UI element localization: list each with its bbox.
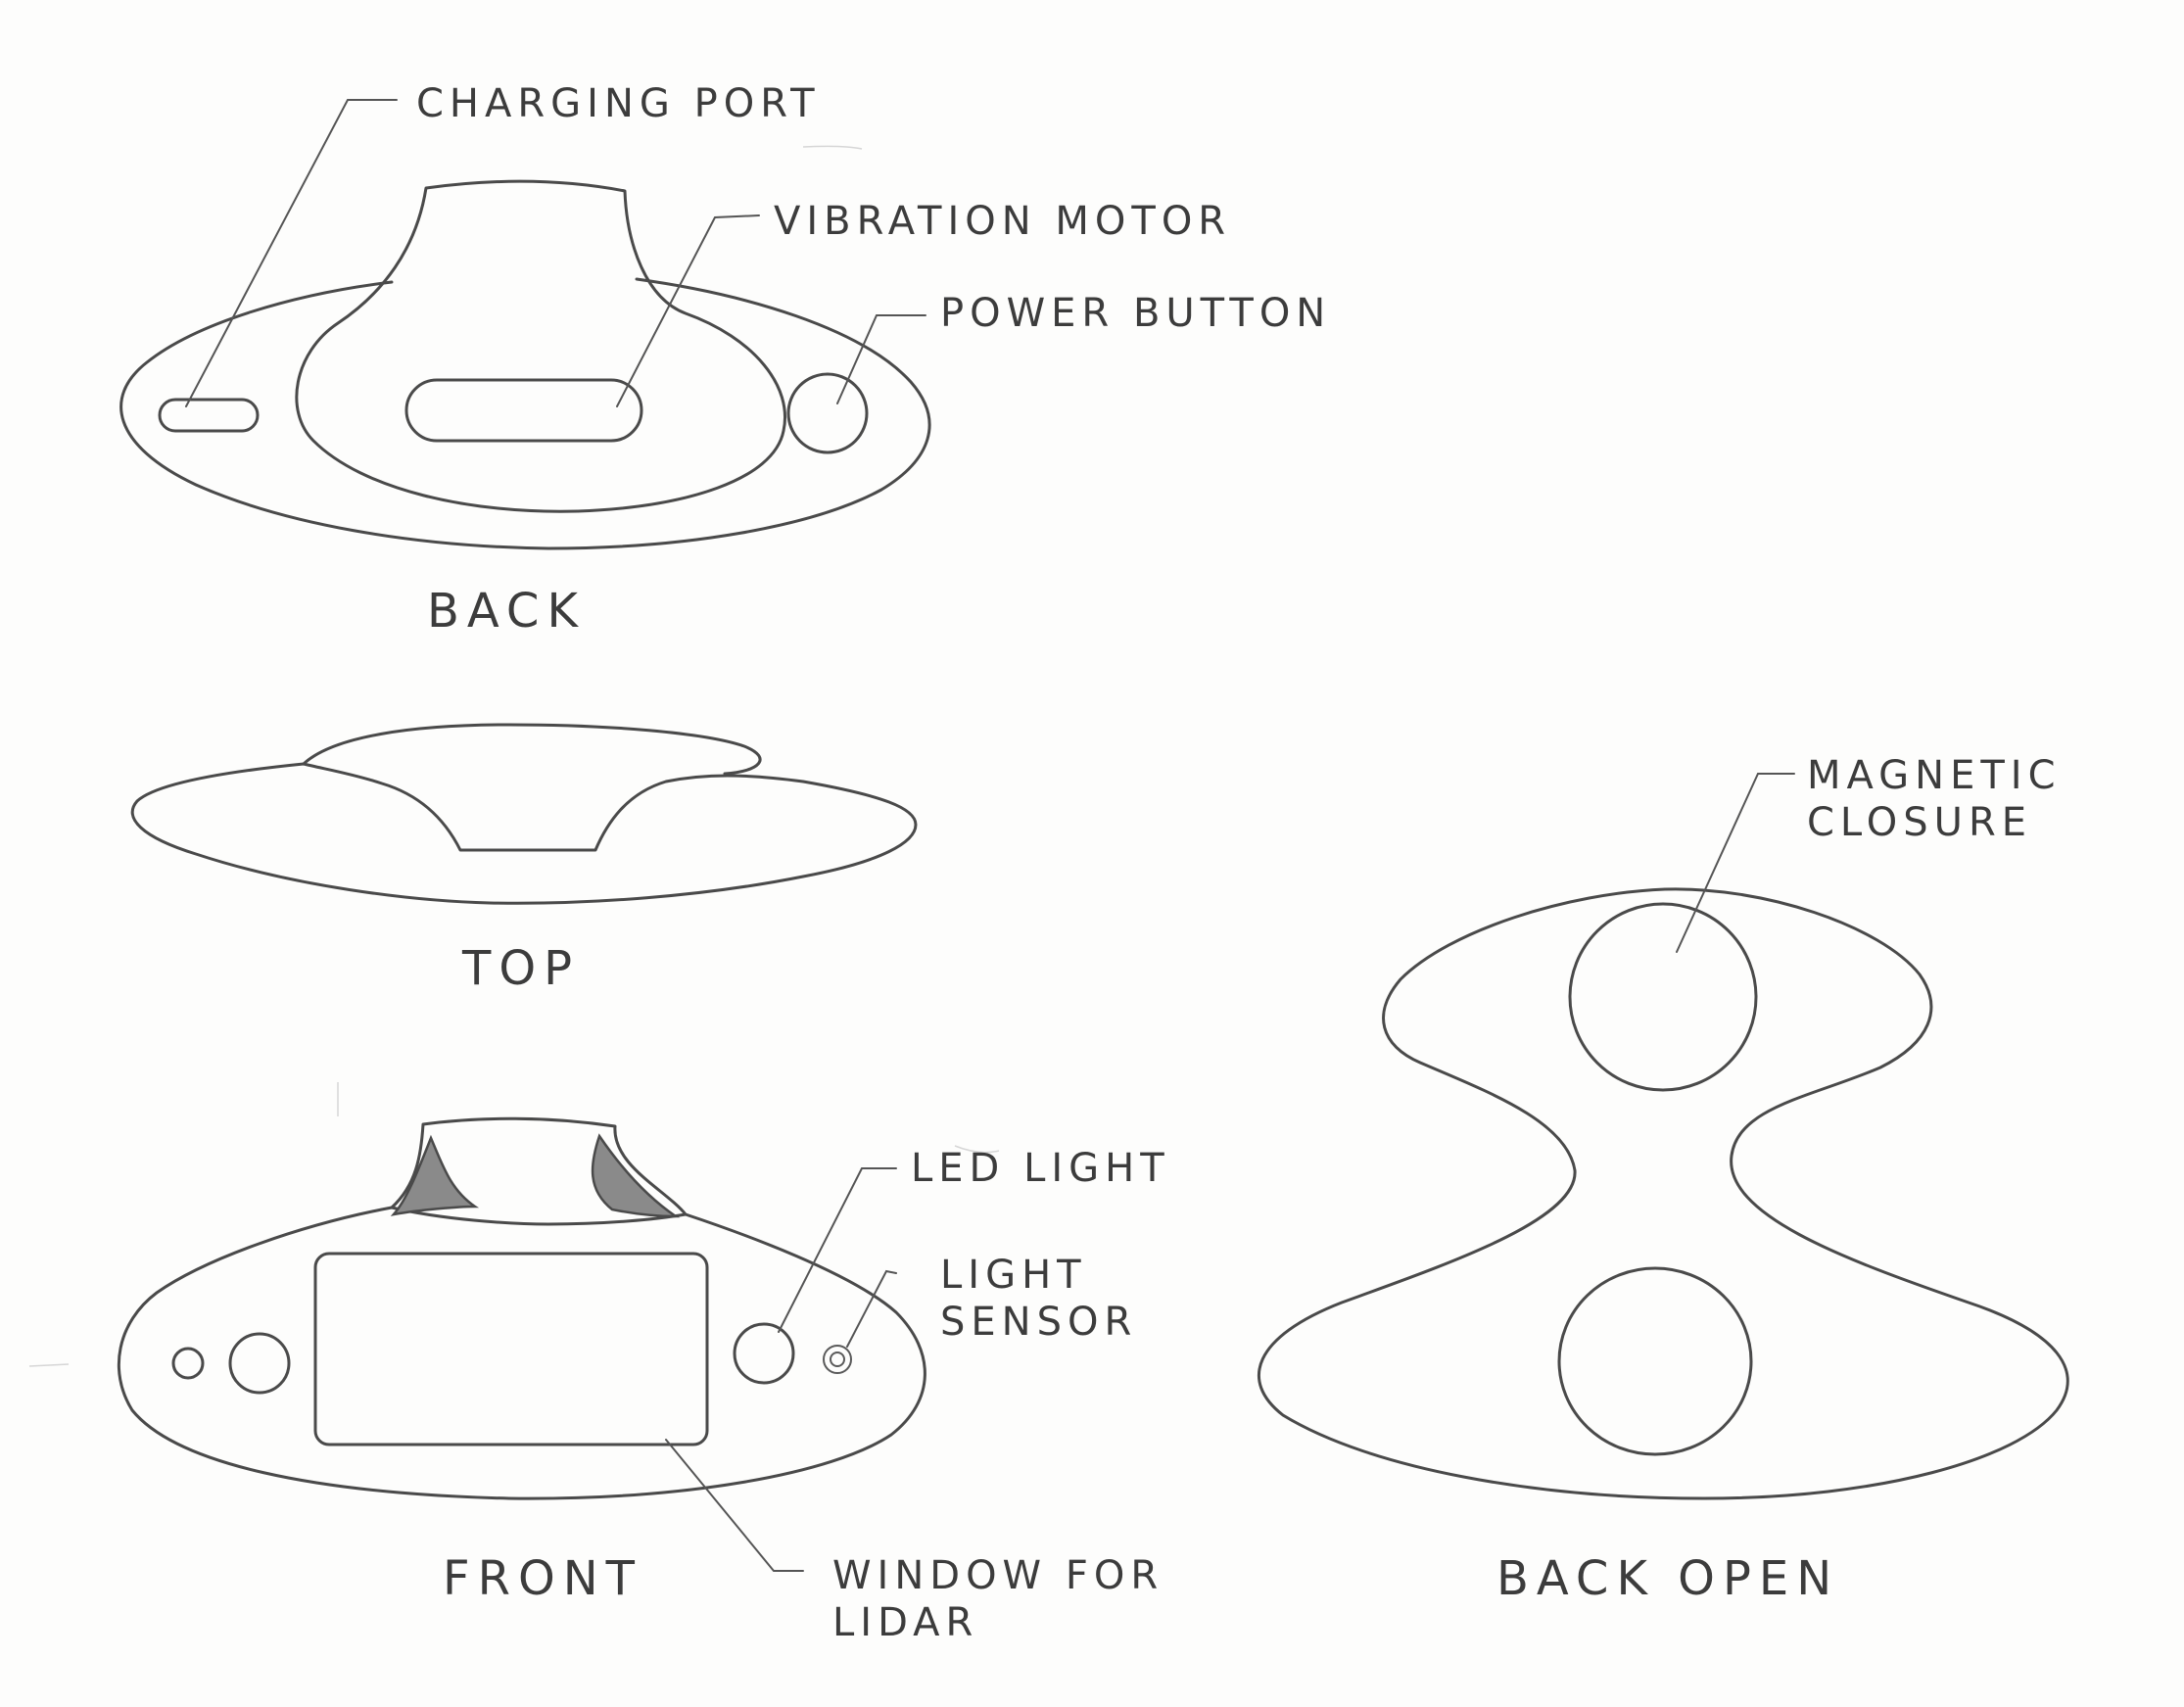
magnetic-closure-lower — [1557, 1266, 1753, 1456]
vibration-motor-label: VIBRATION MOTOR — [774, 199, 1232, 244]
light-sensor-label: LIGHT SENSOR — [940, 1252, 1137, 1346]
magnetic-closure-upper — [1568, 902, 1758, 1092]
power-button-leader — [836, 314, 926, 404]
lidar-window — [313, 1252, 709, 1446]
front-right-shadow — [591, 1133, 681, 1218]
front-left-shadow — [390, 1134, 480, 1216]
front-body-outline — [117, 1206, 926, 1500]
light-sensor-inner — [830, 1351, 845, 1367]
back-open-view-title: BACK OPEN — [1496, 1551, 1840, 1606]
light-sensor — [823, 1345, 852, 1374]
front-view — [117, 1116, 926, 1572]
vibration-motor — [404, 378, 643, 443]
back-open-view — [1258, 773, 2069, 1500]
power-button-label: POWER BUTTON — [940, 291, 1332, 336]
charging-port-label: CHARGING PORT — [416, 81, 821, 126]
led-light-leader — [778, 1167, 897, 1333]
front-small-circle-left — [171, 1347, 205, 1380]
paper-smudges — [28, 145, 1000, 1367]
front-neck-outline — [390, 1116, 688, 1226]
top-view-title: TOP — [462, 941, 581, 996]
charging-port-leader — [185, 99, 398, 407]
top-main-body — [130, 762, 918, 905]
back-body-outline — [119, 277, 931, 550]
back-open-outline — [1258, 887, 2069, 1500]
back-neck-outline — [295, 179, 786, 513]
led-light-label: LED LIGHT — [911, 1146, 1170, 1191]
top-view — [130, 723, 918, 905]
light-sensor-leader — [846, 1269, 897, 1348]
charging-port — [158, 398, 260, 433]
light-sensor-label-line-2: SENSOR — [940, 1300, 1138, 1345]
back-view — [119, 99, 931, 550]
power-button — [786, 372, 869, 454]
front-large-circle-left — [228, 1332, 291, 1395]
vibration-motor-leader — [616, 214, 760, 407]
led-light — [733, 1322, 795, 1385]
magnetic-closure-label-line-2: CLOSURE — [1807, 800, 2033, 845]
lidar-window-leader — [665, 1439, 804, 1572]
lidar-window-label-line-2: LIDAR — [832, 1600, 979, 1645]
lidar-window-label-line-1: WINDOW FOR — [832, 1553, 1164, 1598]
light-sensor-label-line-1: LIGHT — [940, 1253, 1087, 1298]
magnetic-closure-label: MAGNETIC CLOSURE — [1807, 752, 2062, 846]
magnetic-closure-label-line-1: MAGNETIC — [1807, 753, 2062, 798]
front-view-title: FRONT — [443, 1551, 642, 1606]
top-upper-lens — [302, 723, 762, 776]
back-view-title: BACK — [427, 584, 586, 639]
lidar-window-label: WINDOW FOR LIDAR — [832, 1552, 1163, 1646]
magnetic-closure-leader — [1676, 773, 1795, 953]
